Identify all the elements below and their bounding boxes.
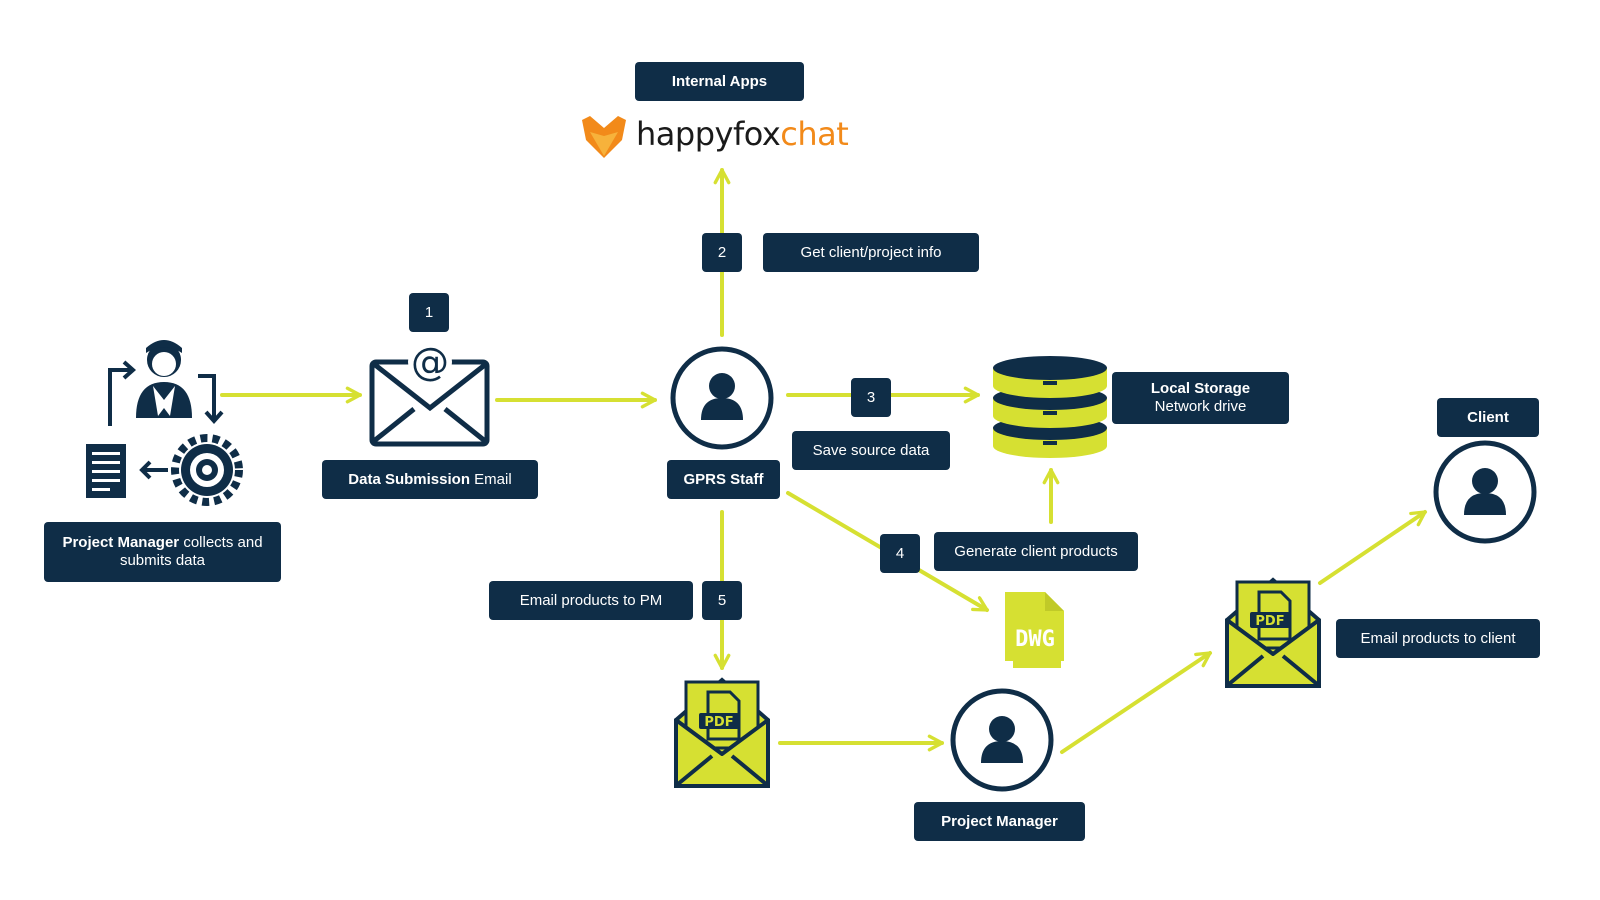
data-submission-rest: Email xyxy=(470,470,512,488)
data-submission-label: Data Submission Email xyxy=(322,460,538,499)
local-storage-label: Local Storage Network drive xyxy=(1112,372,1289,424)
user-circle-icon xyxy=(1433,440,1537,544)
email-at-icon: @ xyxy=(369,340,490,447)
step-3-number: 3 xyxy=(851,378,891,417)
pm-collects-rest: collects and xyxy=(179,534,263,551)
step-5-text: Email products to PM xyxy=(489,581,693,620)
project-manager-label: Project Manager xyxy=(914,802,1085,841)
client-label: Client xyxy=(1437,398,1539,437)
fox-logo-icon xyxy=(582,116,626,158)
arrow-pdf2-to-client xyxy=(1318,510,1427,585)
arrow-pm-to-pdf2 xyxy=(1060,651,1212,754)
logo-happyfox: happyfox xyxy=(636,115,781,153)
internal-apps-label: Internal Apps xyxy=(635,62,804,101)
pdf-label: PDF xyxy=(1255,614,1284,629)
local-storage-title: Local Storage xyxy=(1150,380,1251,397)
email-client-label: Email products to client xyxy=(1336,619,1540,658)
step-5-number: 5 xyxy=(702,581,742,620)
pm-collects-bold: Project Manager xyxy=(62,534,180,551)
logo-chat: chat xyxy=(780,115,849,153)
database-icon xyxy=(993,356,1107,458)
step-2-number: 2 xyxy=(702,233,742,272)
local-storage-subtitle: Network drive xyxy=(1154,398,1247,415)
dwg-label: DWG xyxy=(1015,627,1055,652)
user-circle-icon xyxy=(670,346,774,450)
step-2-text: Get client/project info xyxy=(763,233,979,272)
user-circle-icon xyxy=(950,688,1054,792)
pm-collects-label: Project Manager collects and submits dat… xyxy=(44,522,281,582)
step-4-number: 4 xyxy=(880,534,920,573)
svg-text:@: @ xyxy=(411,340,449,384)
dwg-file-icon: DWG xyxy=(1005,592,1064,668)
step-1-number: 1 xyxy=(409,293,449,332)
step-4-text: Generate client products xyxy=(934,532,1138,571)
pdf-envelope-icon: PDF xyxy=(674,677,770,788)
pdf-label: PDF xyxy=(704,715,733,730)
pm-collects-line2: submits data xyxy=(119,552,206,569)
step-3-text: Save source data xyxy=(792,431,950,470)
gprs-staff-label: GPRS Staff xyxy=(667,460,780,499)
pdf-envelope-icon: PDF xyxy=(1225,577,1321,688)
data-submission-bold: Data Submission xyxy=(348,470,470,488)
workflow-person-document-gear-icon xyxy=(86,340,243,506)
